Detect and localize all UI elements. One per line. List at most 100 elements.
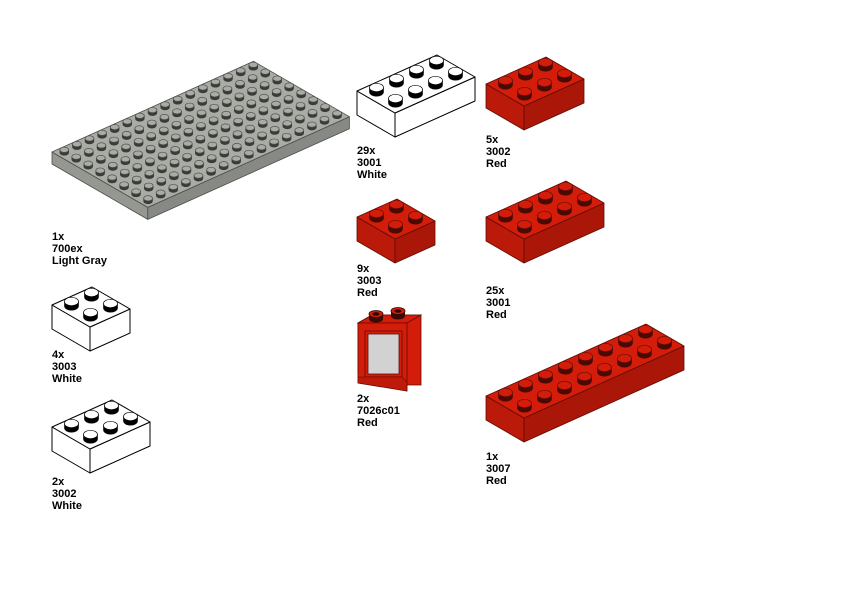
stud <box>637 344 652 359</box>
stud <box>557 380 572 395</box>
stud <box>294 127 305 137</box>
stud <box>283 107 293 117</box>
stud <box>218 161 229 171</box>
stud <box>518 378 533 393</box>
stud <box>429 55 444 70</box>
stud <box>234 92 245 102</box>
stud <box>134 125 145 135</box>
stud <box>219 148 230 158</box>
stud <box>103 298 118 313</box>
part-label-7026c01-red: 2x 7026c01 Red <box>357 393 400 429</box>
stud <box>171 133 181 143</box>
part-qty: 25x <box>486 285 505 297</box>
stud <box>389 73 404 88</box>
part-label-3003-red: 9x 3003 Red <box>357 263 381 299</box>
stud <box>133 150 143 160</box>
stud <box>83 307 98 322</box>
stud <box>246 112 256 121</box>
stud <box>59 146 70 156</box>
stud <box>208 116 219 126</box>
stud <box>498 208 513 223</box>
stud <box>183 127 194 137</box>
part-label-3002-red: 5x 3002 Red <box>486 134 510 170</box>
stud <box>155 189 166 199</box>
stud <box>232 143 242 152</box>
stud <box>172 108 182 118</box>
stud <box>196 109 207 119</box>
stud <box>244 137 255 147</box>
stud <box>295 114 305 124</box>
stud <box>557 68 572 83</box>
stud <box>307 121 317 131</box>
stud <box>537 210 552 225</box>
stud <box>103 420 118 435</box>
stud <box>388 93 403 108</box>
stud <box>538 190 553 205</box>
part-qty: 2x <box>357 393 370 405</box>
part-color: Red <box>357 287 378 299</box>
stud <box>232 130 243 140</box>
stud <box>172 95 183 105</box>
stud <box>258 106 269 116</box>
stud <box>271 100 281 110</box>
part-color: Red <box>486 158 507 170</box>
stud <box>210 78 221 88</box>
stud <box>269 126 280 135</box>
stud <box>233 117 243 127</box>
part-number: 3007 <box>486 463 511 475</box>
part-number: 3002 <box>52 488 77 500</box>
stud <box>220 136 230 145</box>
stud <box>107 174 117 184</box>
stud <box>131 175 142 185</box>
stud <box>320 103 330 113</box>
stud <box>577 192 592 207</box>
part-label-3001-white: 29x 3001 White <box>357 145 387 181</box>
stud <box>308 96 318 106</box>
stud <box>269 138 279 148</box>
stud <box>206 154 217 164</box>
stud <box>281 132 292 142</box>
stud <box>64 296 79 311</box>
stud <box>131 188 141 198</box>
stud <box>598 342 613 357</box>
stud <box>272 75 282 85</box>
stud <box>448 66 463 81</box>
stud <box>72 141 82 150</box>
stud <box>231 155 242 165</box>
part-color: White <box>52 373 82 385</box>
stud <box>157 164 167 174</box>
stud <box>119 181 129 191</box>
stud <box>257 119 268 128</box>
stud <box>388 219 403 234</box>
stud <box>408 84 423 99</box>
stud <box>208 129 218 138</box>
stud <box>270 113 281 123</box>
stud <box>517 398 532 413</box>
stud <box>247 86 257 96</box>
stud <box>145 157 155 167</box>
stud <box>245 124 255 134</box>
stud <box>597 362 612 377</box>
stud <box>120 156 131 166</box>
stud <box>185 90 196 99</box>
stud <box>84 148 94 157</box>
stud <box>194 147 205 157</box>
stud <box>169 171 179 181</box>
stud <box>518 199 533 214</box>
stud <box>284 82 294 92</box>
part-number: 3003 <box>357 275 382 287</box>
part-color: White <box>357 169 387 181</box>
stud <box>558 360 573 375</box>
stud <box>578 351 593 366</box>
stud <box>171 120 182 130</box>
stud <box>235 80 245 89</box>
stud <box>369 208 384 223</box>
stud <box>108 149 119 159</box>
stud <box>143 195 153 205</box>
stud <box>198 84 208 94</box>
brick-3007-red <box>485 323 685 443</box>
stud <box>577 371 592 386</box>
brick-3003-red <box>356 198 436 264</box>
stud <box>120 168 130 178</box>
